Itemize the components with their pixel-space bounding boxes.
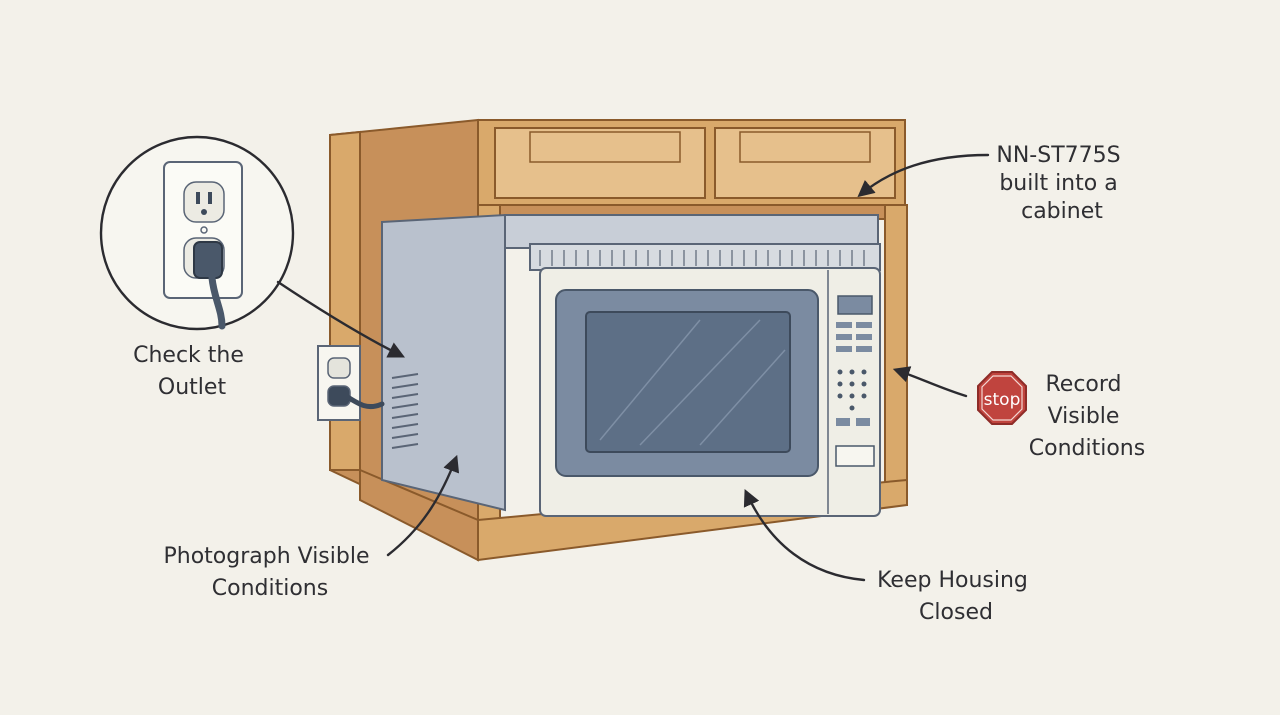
arrow-model (857, 153, 990, 198)
label-record-line-3: Conditions (1029, 436, 1145, 461)
keypad-icon (835, 295, 875, 467)
label-outlet: Check the Outlet (133, 343, 251, 400)
label-outlet-line-2: Outlet (158, 375, 227, 400)
label-model-line-1: NN-ST775S (996, 143, 1120, 168)
label-record-line-2: Visible (1048, 404, 1120, 429)
upper-door-left (494, 127, 706, 199)
label-housing: Keep Housing Closed (877, 568, 1035, 625)
label-photograph-line-1: Photograph Visible (163, 544, 369, 569)
arrow-photograph (386, 454, 460, 557)
label-housing-line-2: Closed (919, 600, 993, 625)
label-record: Record Visible Conditions (1029, 372, 1145, 461)
arrow-outlet (276, 280, 406, 358)
label-housing-line-1: Keep Housing (877, 568, 1028, 593)
stop-sign-icon: stop (977, 371, 1027, 425)
label-photograph-line-2: Conditions (212, 576, 328, 601)
label-photograph: Photograph Visible Conditions (163, 544, 376, 601)
label-outlet-line-1: Check the (133, 343, 244, 368)
microwave (381, 213, 881, 517)
side-vents (391, 373, 419, 449)
outlet-inset (99, 135, 295, 331)
label-model: NN-ST775S built into a cabinet (996, 143, 1127, 224)
label-model-line-2: built into a (999, 171, 1117, 196)
label-model-line-3: cabinet (1021, 199, 1103, 224)
microwave-side-panel (381, 213, 506, 512)
wall-outlet (317, 345, 385, 421)
label-record-line-1: Record (1045, 372, 1121, 397)
microwave-window (585, 311, 791, 453)
callout-arrows (276, 153, 990, 582)
plug-icon (193, 241, 226, 330)
stop-sign-text: stop (984, 390, 1021, 410)
arrow-housing (743, 488, 866, 582)
arrow-record (892, 366, 968, 398)
